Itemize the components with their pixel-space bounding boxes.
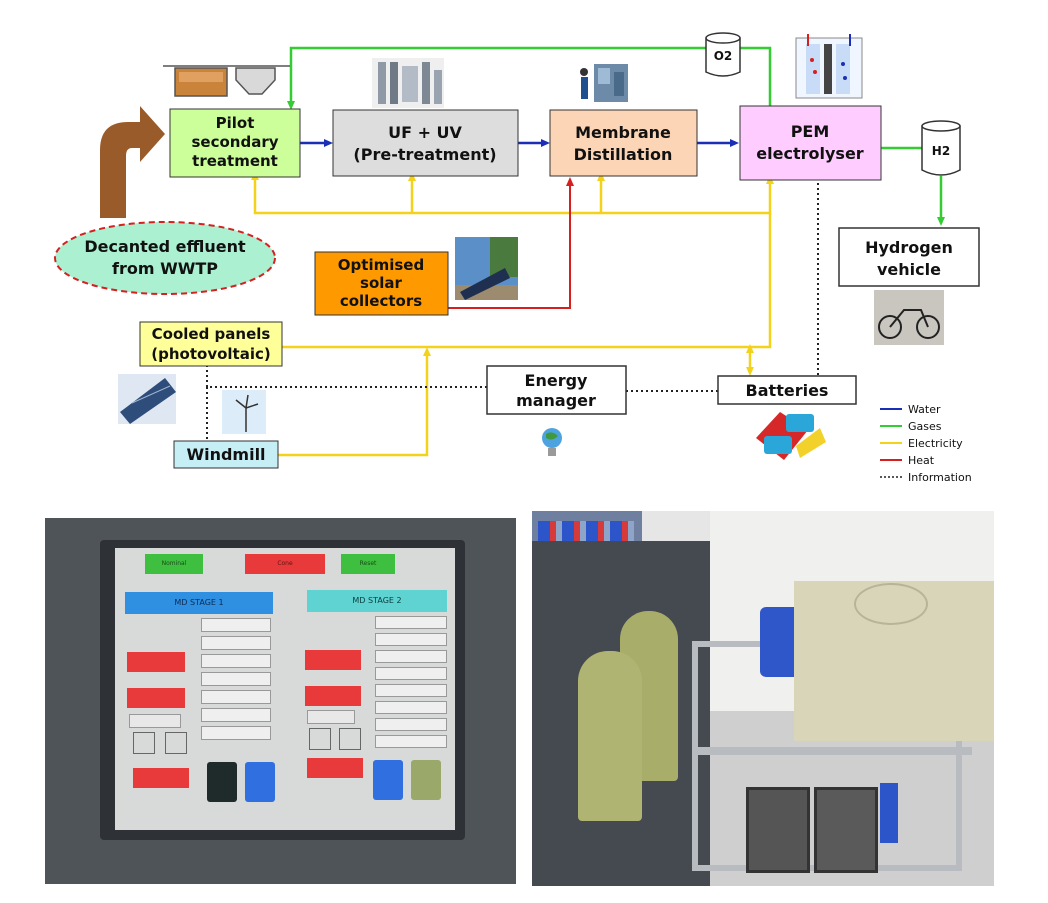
hmi-s2-readouts [375, 616, 447, 756]
ufuv-equipment-illustration [372, 58, 444, 108]
hmi-stage2-header: MD STAGE 2 [307, 590, 447, 612]
hmi-s1-red-3[interactable] [133, 768, 189, 788]
hmi-top-button-3[interactable]: Reset [341, 554, 395, 574]
o2-tank: O2 [705, 32, 741, 77]
photo-blue-pump [760, 607, 800, 677]
o2-label: O2 [714, 49, 733, 63]
heat-flows [448, 183, 571, 309]
md-label-2: Distillation [574, 145, 673, 164]
legend-label-heat: Heat [908, 454, 935, 467]
effluent-label-2: from WWTP [112, 259, 218, 278]
legend-label-gases: Gases [908, 420, 942, 433]
hmi-s1-box-b[interactable] [165, 732, 187, 754]
h2-tank: H2 [921, 120, 961, 176]
solar-collector-illustration [455, 237, 518, 300]
hmi-display: Nominal Cone Reset MD STAGE 1 MD STAGE 2 [115, 548, 455, 830]
md-label-1: Membrane [575, 123, 671, 142]
hmi-top-button-2[interactable]: Cone [245, 554, 325, 574]
secondary-tanks-illustration [163, 65, 290, 97]
hmi-s1-red-1[interactable] [127, 652, 185, 672]
photo-cabinet-lid [854, 583, 928, 625]
batteries-illustration [756, 412, 826, 460]
ufuv-label-1: UF + UV [388, 123, 462, 142]
hmi-s2-tank-olive [411, 760, 441, 800]
energy-manager-box: Energy manager [486, 365, 627, 415]
solar-collectors-box: Optimised solar collectors [314, 251, 449, 316]
pem-label-2: electrolyser [756, 144, 863, 163]
legend-label-water: Water [908, 403, 941, 416]
heat-arrowhead [566, 177, 574, 186]
hmi-s2-field[interactable] [307, 710, 355, 724]
photo-blue-cartridge [880, 783, 898, 843]
hmi-stage1-header: MD STAGE 1 [125, 592, 273, 614]
effluent-inflow-arrow [100, 106, 165, 218]
pem-label-1: PEM [791, 122, 830, 141]
water-flows [300, 139, 739, 147]
hmi-s2-red-2[interactable] [305, 686, 361, 706]
pilot-label-3: treatment [192, 152, 278, 170]
pv-panels-illustration [118, 374, 176, 424]
pem-electrolyser-box: PEM electrolyser [739, 105, 882, 181]
energy-label-1: Energy [525, 371, 589, 390]
legend-label-information: Information [908, 471, 972, 484]
photo-membrane-module-2 [578, 651, 642, 821]
legend-label-electricity: Electricity [908, 437, 963, 450]
solar-label-2: solar [360, 274, 402, 292]
batteries-label: Batteries [746, 381, 829, 400]
pem-cell-illustration [795, 34, 863, 99]
hmi-s1-box-a[interactable] [133, 732, 155, 754]
windmill-label: Windmill [186, 445, 265, 464]
effluent-label-1: Decanted effluent [84, 237, 246, 256]
hmi-s2-box-b[interactable] [339, 728, 361, 750]
globe-bulb-icon [542, 428, 562, 456]
photo-frame-shelf [692, 747, 972, 755]
h2-label: H2 [932, 144, 950, 158]
hmi-s1-field[interactable] [129, 714, 181, 728]
bicycle-illustration [874, 290, 944, 345]
hmi-s2-tank-blue [373, 760, 403, 800]
panels-label-1: Cooled panels [152, 325, 271, 343]
pilot-label-2: secondary [191, 133, 278, 151]
batteries-box: Batteries [717, 375, 857, 405]
information-flows [206, 183, 819, 440]
gas-flows [287, 46, 945, 226]
photo-tray-2 [814, 787, 878, 873]
wind-turbine-illustration [222, 390, 266, 434]
vehicle-label-2: vehicle [877, 260, 941, 279]
membrane-distillation-box: Membrane Distillation [549, 109, 698, 177]
hmi-s1-tank-blue [245, 762, 275, 802]
hmi-screen-photo: Nominal Cone Reset MD STAGE 1 MD STAGE 2 [45, 518, 516, 884]
energy-label-2: manager [516, 391, 596, 410]
md-equipment-illustration [580, 64, 628, 102]
hmi-s2-red-3[interactable] [307, 758, 363, 778]
ufuv-pretreatment-box: UF + UV (Pre-treatment) [332, 109, 519, 177]
hmi-top-button-1[interactable]: Nominal [145, 554, 203, 574]
panels-label-2: (photovoltaic) [151, 345, 270, 363]
photo-tray-1 [746, 787, 810, 873]
hmi-s2-box-a[interactable] [309, 728, 331, 750]
pilot-label-1: Pilot [216, 114, 255, 132]
md-prototype-photo [532, 511, 994, 886]
windmill-box: Windmill [173, 440, 279, 469]
hmi-s1-red-2[interactable] [127, 688, 185, 708]
hmi-s1-readouts [201, 618, 271, 740]
hmi-s2-red-1[interactable] [305, 650, 361, 670]
ufuv-label-2: (Pre-treatment) [353, 145, 496, 164]
vehicle-label-1: Hydrogen [865, 238, 953, 257]
hydrogen-vehicle-box: Hydrogen vehicle [838, 227, 980, 287]
solar-label-1: Optimised [338, 256, 424, 274]
decanted-effluent-node: Decanted effluent from WWTP [54, 221, 276, 295]
solar-label-3: collectors [340, 292, 422, 310]
cooled-panels-box: Cooled panels (photovoltaic) [139, 321, 283, 367]
hmi-s1-tank-dark [207, 762, 237, 802]
pilot-secondary-treatment-box: Pilot secondary treatment [169, 108, 301, 178]
